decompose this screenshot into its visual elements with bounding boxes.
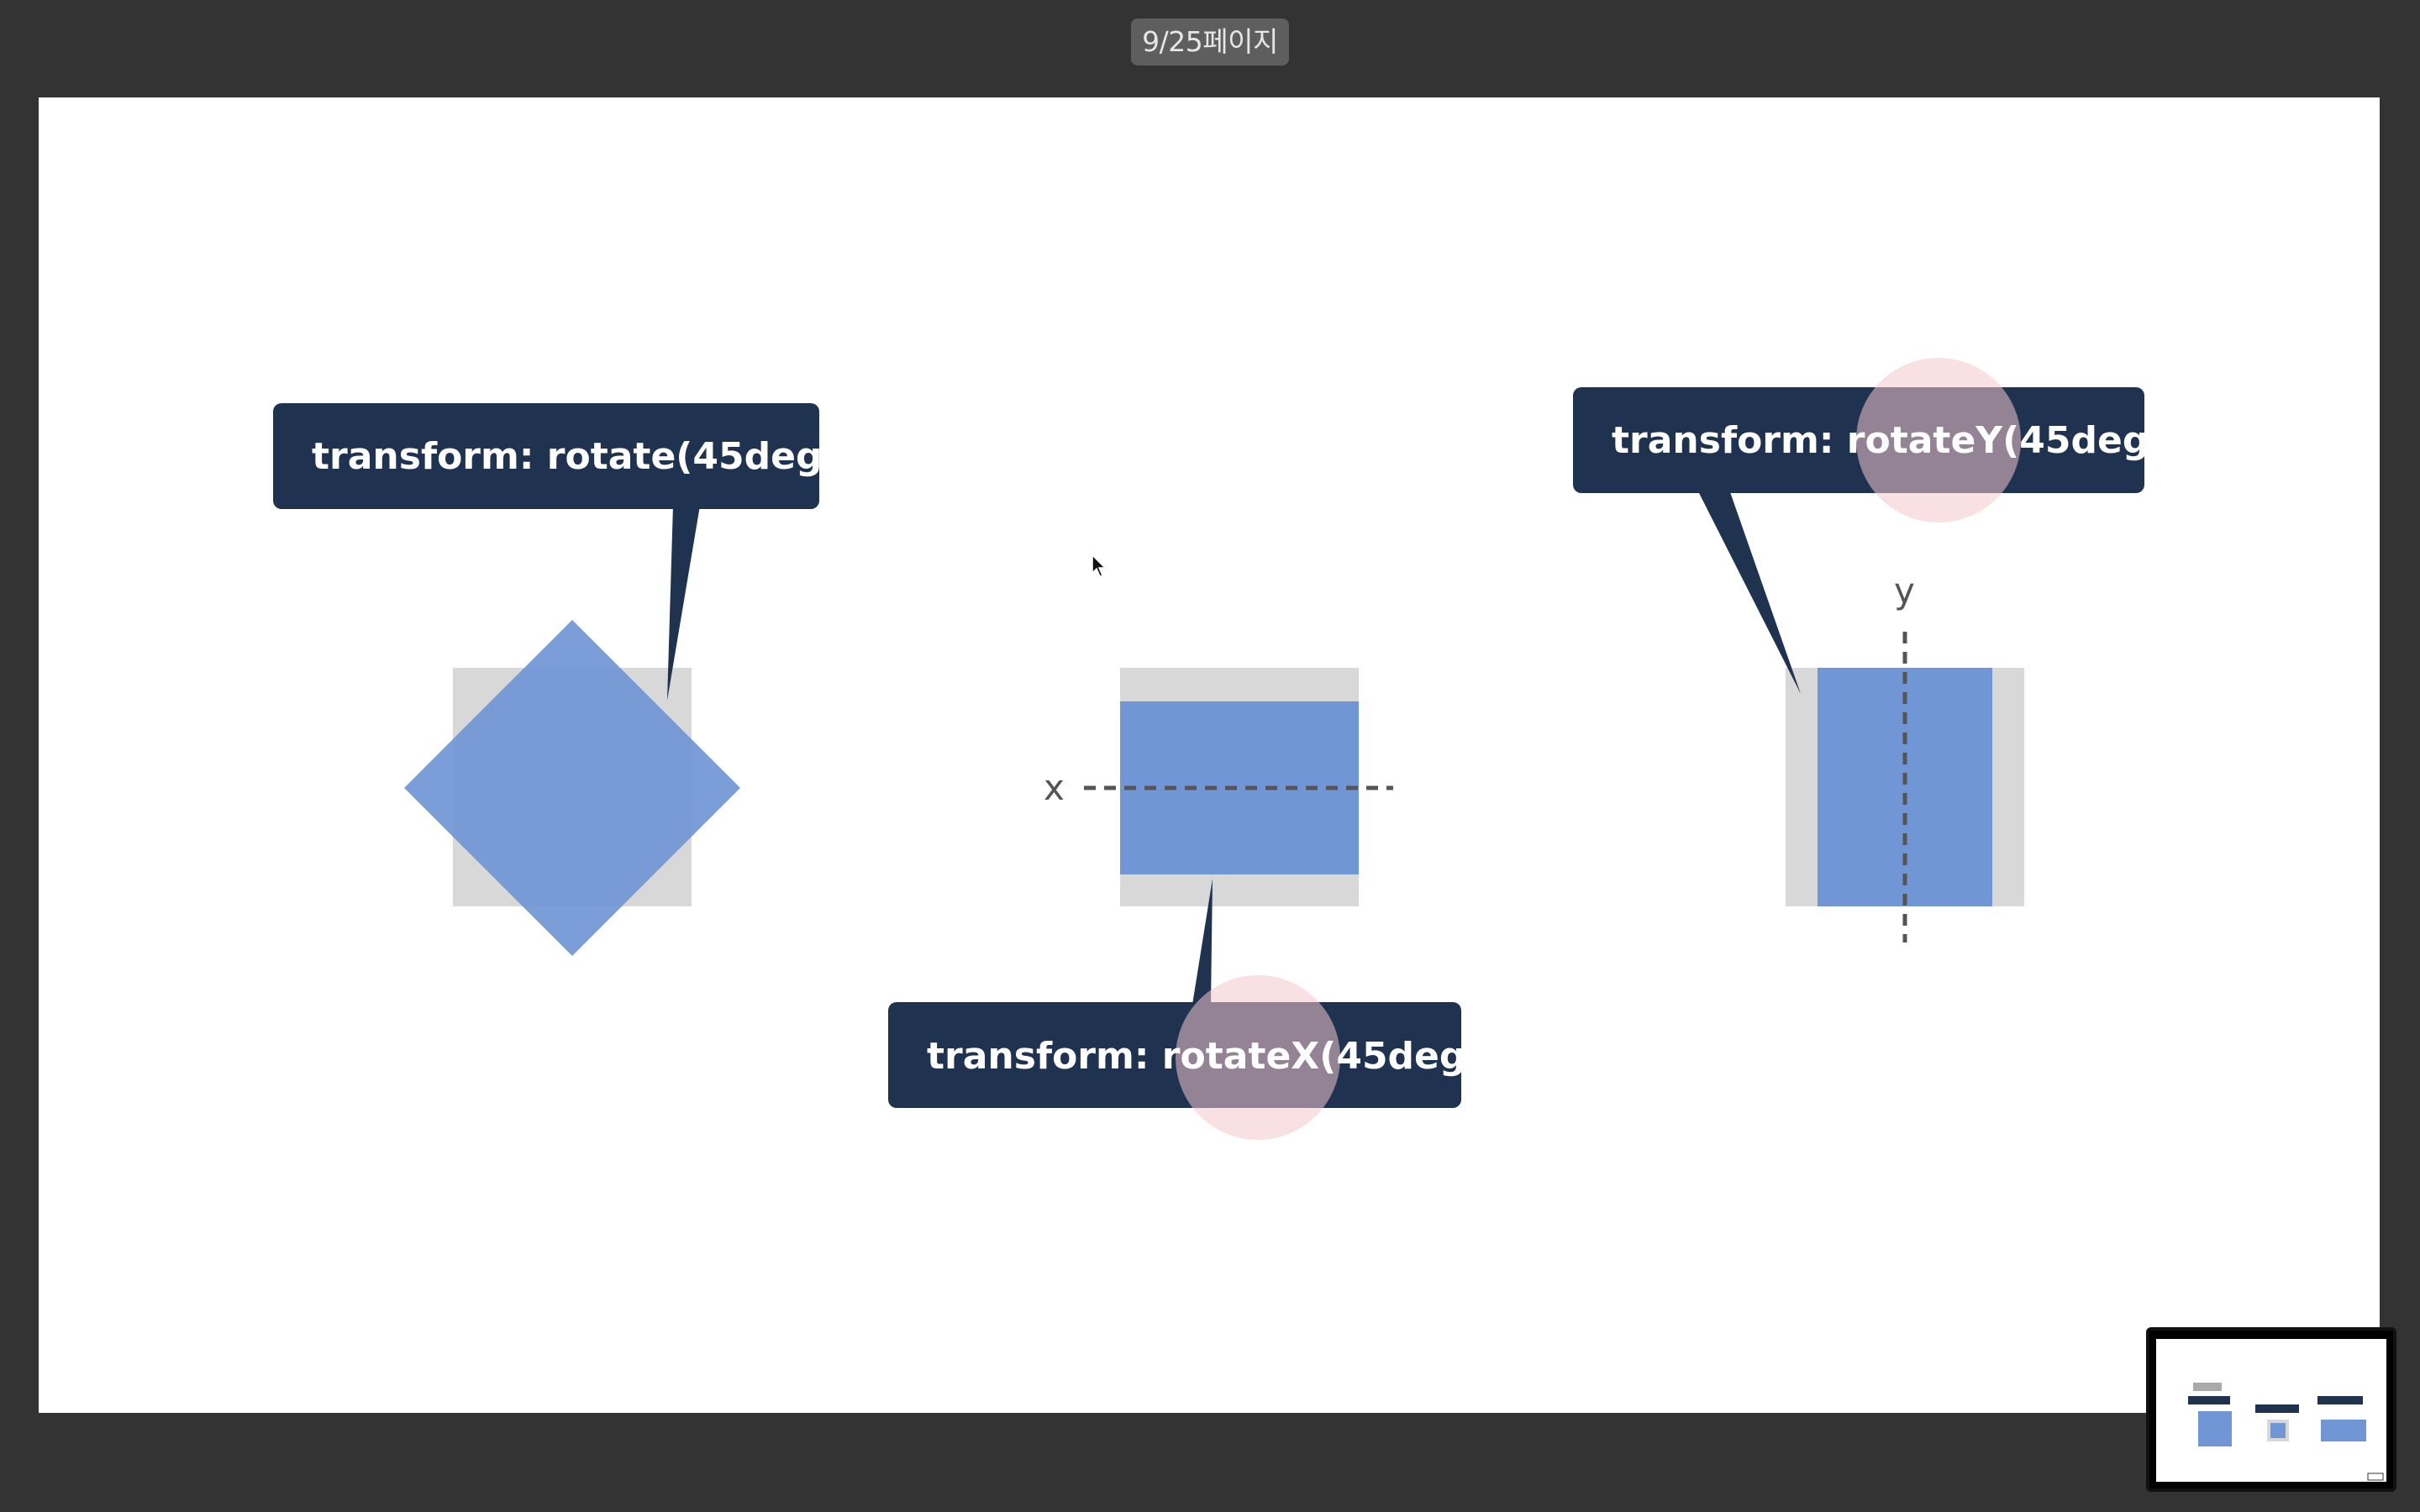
callout-rotatey-pointer — [1697, 490, 1801, 694]
thumbnail-slide-preview — [2188, 1383, 2384, 1481]
mouse-cursor-icon — [1092, 554, 1107, 577]
callout-rotate-box — [273, 403, 819, 509]
thumbnail-preview — [2156, 1339, 2386, 1482]
callout-rotate-label: transform: rotate(45deg); — [312, 435, 854, 478]
callout-rotatey-label: transform: rotateY(45deg); — [1612, 419, 2181, 462]
rotatex-highlight — [1176, 975, 1340, 1140]
slide-canvas: transform: rotate(45deg); x transform: r… — [39, 97, 2380, 1413]
callout-rotatex-pointer — [1192, 879, 1213, 1005]
x-axis-label: x — [1044, 767, 1065, 808]
rotate-diamond — [404, 620, 740, 956]
page-indicator: 9/25페이지 — [1131, 18, 1289, 66]
rotatey-shape — [1818, 668, 1992, 906]
callout-rotate-pointer — [667, 506, 700, 701]
rotatex-shape — [1120, 701, 1359, 874]
rotatey-highlight — [1856, 358, 2021, 522]
y-axis-label: y — [1894, 570, 1915, 612]
callout-rotatex-label: transform: rotateX(45deg); — [927, 1035, 1497, 1078]
slide-thumbnail-navigator[interactable] — [2146, 1327, 2396, 1492]
slide-illustration: transform: rotate(45deg); x transform: r… — [273, 358, 2181, 1140]
